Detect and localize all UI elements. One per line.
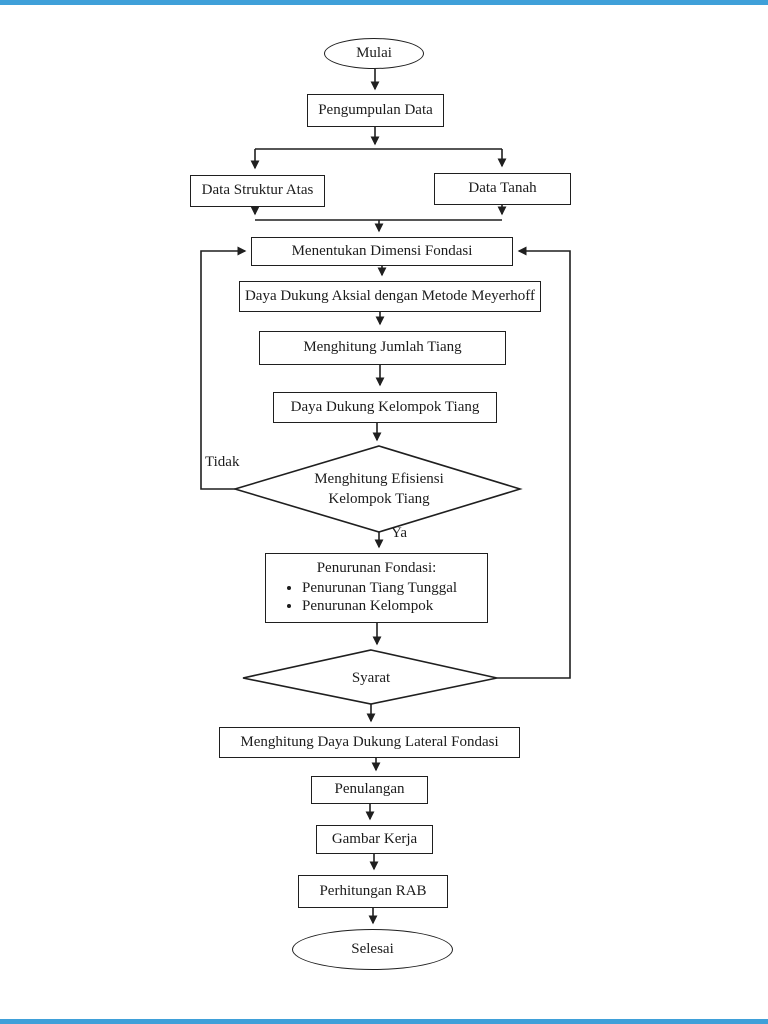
node-daya-dukung-kelompok: Daya Dukung Kelompok Tiang	[273, 392, 497, 423]
decision-efisiensi-line2: Kelompok Tiang	[328, 491, 430, 507]
node-perhitungan-rab-label: Perhitungan RAB	[319, 882, 427, 899]
branch-label-ya: Ya	[391, 525, 407, 542]
node-data-struktur-atas-label: Data Struktur Atas	[201, 182, 314, 199]
node-menentukan-dimensi-label: Menentukan Dimensi Fondasi	[291, 242, 473, 259]
branch-label-ya-text: Ya	[391, 525, 407, 541]
node-perhitungan-rab: Perhitungan RAB	[298, 875, 448, 908]
node-menghitung-jumlah-tiang: Menghitung Jumlah Tiang	[259, 331, 506, 365]
node-gambar-kerja: Gambar Kerja	[316, 825, 433, 854]
viewer-bottom-edge-bar	[0, 1019, 768, 1024]
node-pengumpulan-data: Pengumpulan Data	[307, 94, 444, 127]
node-data-struktur-atas: Data Struktur Atas	[190, 175, 325, 207]
node-start: Mulai	[324, 38, 424, 69]
node-daya-dukung-aksial-label: Daya Dukung Aksial dengan Metode Meyerho…	[244, 287, 536, 304]
node-penurunan-fondasi-item: Penurunan Kelompok	[302, 598, 477, 615]
node-penurunan-fondasi-list: Penurunan Tiang Tunggal Penurunan Kelomp…	[276, 579, 477, 617]
decision-syarat-text: Syarat	[351, 669, 391, 686]
node-menghitung-jumlah-tiang-label: Menghitung Jumlah Tiang	[303, 339, 462, 356]
node-end: Selesai	[292, 929, 453, 970]
node-penulangan: Penulangan	[311, 776, 428, 804]
node-penulangan-label: Penulangan	[334, 781, 405, 798]
node-daya-dukung-kelompok-label: Daya Dukung Kelompok Tiang	[290, 398, 480, 415]
node-daya-dukung-lateral-label: Menghitung Daya Dukung Lateral Fondasi	[240, 733, 499, 750]
node-daya-dukung-lateral: Menghitung Daya Dukung Lateral Fondasi	[219, 727, 520, 758]
node-start-label: Mulai	[356, 44, 392, 61]
node-data-tanah-label: Data Tanah	[468, 180, 537, 197]
viewer-top-edge-bar	[0, 0, 768, 5]
branch-label-tidak-text: Tidak	[205, 454, 240, 470]
node-penurunan-fondasi-title: Penurunan Fondasi:	[316, 559, 437, 576]
edge-loop-syarat	[497, 246, 571, 679]
node-penurunan-fondasi-item: Penurunan Tiang Tunggal	[302, 580, 477, 597]
node-menentukan-dimensi: Menentukan Dimensi Fondasi	[251, 237, 513, 266]
branch-label-tidak: Tidak	[205, 454, 239, 471]
node-data-tanah: Data Tanah	[434, 173, 571, 205]
edge-loop-tidak	[200, 246, 247, 490]
decision-efisiensi-label: Menghitung Efisiensi Kelompok Tiang	[277, 465, 481, 513]
node-end-label: Selesai	[351, 940, 394, 957]
decision-syarat-label: Syarat	[321, 666, 421, 690]
decision-efisiensi-line1: Menghitung Efisiensi	[314, 470, 444, 487]
node-daya-dukung-aksial: Daya Dukung Aksial dengan Metode Meyerho…	[239, 281, 541, 312]
node-pengumpulan-data-label: Pengumpulan Data	[318, 101, 433, 118]
node-penurunan-fondasi: Penurunan Fondasi: Penurunan Tiang Tungg…	[265, 553, 488, 623]
node-gambar-kerja-label: Gambar Kerja	[331, 830, 418, 847]
